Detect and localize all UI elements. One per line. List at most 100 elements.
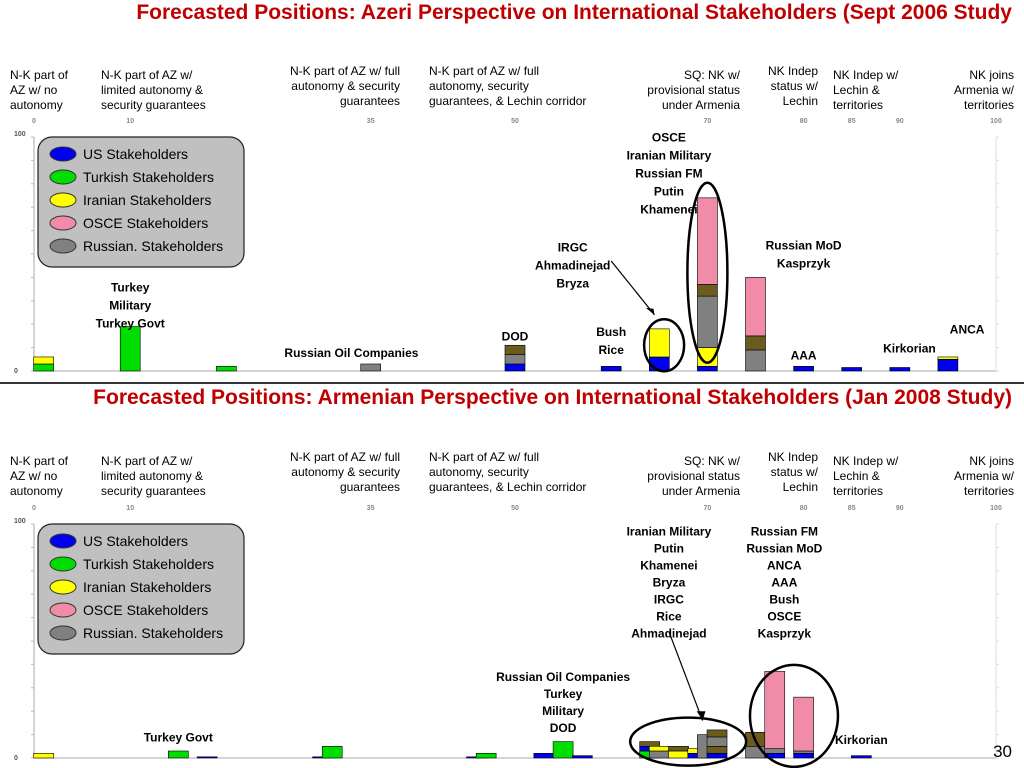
highlight-ellipse bbox=[686, 181, 729, 364]
legend-swatch bbox=[49, 215, 77, 231]
position-label-line: N-K part of AZ w/ full bbox=[289, 450, 400, 464]
position-label-line: territories bbox=[963, 484, 1014, 498]
position-label-line: guarantees bbox=[339, 480, 400, 494]
position-label-p85: NK Indep w/Lechin &territories bbox=[833, 454, 923, 499]
top-chart-title: Forecasted Positions: Azeri Perspective … bbox=[136, 1, 1012, 24]
position-label-line: guarantees bbox=[339, 94, 400, 108]
legend-label: US Stakeholders bbox=[83, 146, 188, 162]
legend-label: OSCE Stakeholders bbox=[83, 215, 208, 231]
annotation-label: Kirkorian bbox=[835, 733, 888, 747]
highlight-ellipse bbox=[628, 716, 748, 767]
annotation-label: Kasprzyk bbox=[758, 627, 812, 641]
position-label-line: under Armenia bbox=[661, 484, 740, 498]
highlight-ellipse bbox=[748, 663, 840, 768]
annotation-label: Bush bbox=[596, 325, 626, 339]
position-label-line: autonomy bbox=[10, 484, 63, 498]
bar-segment bbox=[321, 746, 343, 759]
position-label-line: AZ w/ no bbox=[10, 469, 58, 483]
bar-segment bbox=[668, 750, 689, 759]
annotation-label: Iranian Military bbox=[627, 525, 712, 539]
bar-segment bbox=[33, 363, 54, 372]
legend-label: Russian. Stakeholders bbox=[83, 238, 223, 254]
position-label-line: NK Indep bbox=[767, 450, 818, 464]
position-label-line: Armenia w/ bbox=[953, 469, 1014, 483]
x-tick-label: 0 bbox=[32, 118, 36, 125]
position-label-line: NK Indep bbox=[767, 64, 818, 78]
position-label-line: NK joins bbox=[969, 454, 1014, 468]
legend-label: Iranian Stakeholders bbox=[83, 579, 211, 595]
bar-segment bbox=[745, 349, 766, 372]
annotation-label: Ahmadinejad bbox=[535, 259, 610, 273]
legend-swatch bbox=[49, 602, 77, 618]
legend-label: US Stakeholders bbox=[83, 533, 188, 549]
x-tick-label: 35 bbox=[367, 505, 375, 512]
position-label-line: guarantees, & Lechin corridor bbox=[429, 94, 587, 108]
annotation-label: Russian MoD bbox=[766, 238, 842, 252]
position-label-line: territories bbox=[833, 484, 884, 498]
position-label-line: SQ: NK w/ bbox=[683, 68, 740, 82]
legend-box bbox=[37, 523, 245, 655]
bar-segment bbox=[196, 756, 218, 759]
bar-segment bbox=[475, 753, 497, 759]
bar-segment bbox=[793, 750, 814, 754]
x-tick-label: 90 bbox=[896, 118, 904, 125]
bar-segment bbox=[937, 356, 959, 360]
position-label-p10: N-K part of AZ w/limited autonomy &secur… bbox=[101, 68, 236, 113]
annotation-label: Ahmadinejad bbox=[631, 627, 706, 641]
annotation-label: Russian FM bbox=[635, 167, 702, 181]
annotation-label: Russian MoD bbox=[746, 542, 822, 556]
annotation-label: Turkey bbox=[111, 280, 150, 294]
bar-segment bbox=[216, 366, 237, 372]
annotation-label: Kasprzyk bbox=[777, 256, 831, 270]
annotation-label: DOD bbox=[502, 330, 529, 344]
legend-swatch bbox=[49, 169, 77, 185]
x-tick-label: 10 bbox=[126, 505, 134, 512]
arrow-head bbox=[696, 711, 706, 721]
position-label-line: N-K part of AZ w/ full bbox=[429, 64, 540, 78]
bottom-chart-title: Forecasted Positions: Armenian Perspecti… bbox=[93, 386, 1012, 409]
bar-segment bbox=[648, 746, 670, 752]
bar-segment bbox=[793, 753, 814, 759]
bar-segment bbox=[851, 755, 872, 759]
bar-segment bbox=[889, 367, 911, 372]
bar-segment bbox=[360, 363, 382, 372]
bar-segment bbox=[745, 277, 766, 337]
position-label-line: SQ: NK w/ bbox=[683, 454, 740, 468]
annotation-label: AAA bbox=[771, 576, 797, 590]
x-tick-label: 85 bbox=[848, 505, 856, 512]
x-tick-label: 80 bbox=[800, 118, 808, 125]
y-tick-label: 0 bbox=[14, 368, 18, 375]
annotation-label: Iranian Military bbox=[627, 149, 712, 163]
bar-segment bbox=[33, 753, 54, 759]
x-tick-label: 70 bbox=[704, 118, 712, 125]
x-tick-label: 100 bbox=[990, 505, 1002, 512]
position-label-line: guarantees, & Lechin corridor bbox=[429, 480, 587, 494]
bar-segment bbox=[697, 197, 718, 285]
bar-segment bbox=[600, 366, 622, 372]
pointer-arrow bbox=[610, 260, 655, 316]
bar-segment bbox=[697, 295, 718, 348]
legend-swatch bbox=[49, 625, 77, 641]
legend-box bbox=[37, 136, 245, 268]
pointer-arrow bbox=[668, 631, 704, 721]
position-label-line: territories bbox=[963, 98, 1014, 112]
annotation-label: ANCA bbox=[950, 323, 985, 337]
annotation-label: Russian Oil Companies bbox=[496, 670, 630, 684]
position-label-line: NK Indep w/ bbox=[833, 68, 899, 82]
position-label-line: security guarantees bbox=[101, 484, 206, 498]
bar-segment bbox=[697, 284, 718, 297]
annotation-label: Rice bbox=[599, 343, 625, 357]
bar-segment bbox=[648, 328, 670, 358]
position-label-line: Lechin bbox=[782, 480, 818, 494]
position-label-line: NK joins bbox=[969, 68, 1014, 82]
bar-segment bbox=[168, 750, 189, 759]
